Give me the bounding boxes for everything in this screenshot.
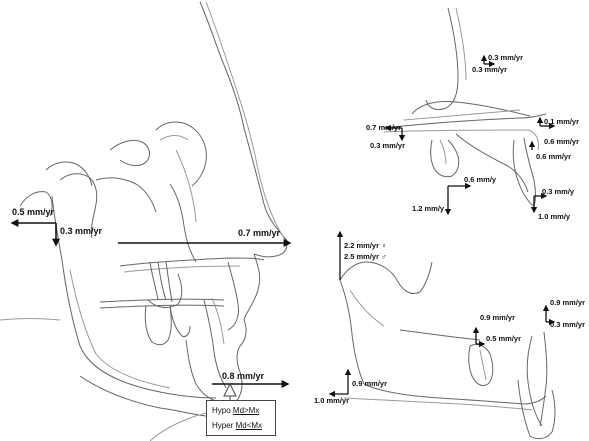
- gonion-horizontal-label: 1.0 mm/yr: [314, 397, 349, 405]
- lower-incisor-top-label: 0.9 mm/yr: [550, 299, 585, 307]
- legend-hyper-value: Md<Mx: [236, 421, 262, 430]
- legend-hyper-prefix: Hyper: [212, 421, 233, 430]
- ramus-rate-label: 0.5 mm/yr: [12, 208, 54, 217]
- nasion-bottom-label: 0.3 mm/yr: [472, 66, 507, 74]
- growth-pattern-legend: Hypo Md>Mx Hyper Md<Mx: [206, 400, 276, 436]
- legend-hypo-prefix: Hypo: [212, 406, 231, 415]
- ans-mid-label: 0.6 mm/yr: [544, 138, 579, 146]
- condyle-rate-label: 0.3 mm/yr: [60, 227, 102, 236]
- incisor-root-label: 0.3 mm/y: [542, 188, 574, 196]
- pns-left-label: 0.7 mm/yr: [366, 124, 401, 132]
- pns-down-label: 0.3 mm/yr: [370, 142, 405, 150]
- incisor-vertical-label: 1.0 mm/y: [538, 213, 570, 221]
- lower-incisor-bottom-label: 0.3 mm/yr: [550, 321, 585, 329]
- gonion-vertical-label: 0.9 mm/yr: [352, 380, 387, 388]
- legend-hypo-value: Md>Mx: [233, 406, 259, 415]
- condyle-male-label: 2.5 mm/yr ♂: [344, 253, 387, 261]
- lower-molar-bottom-label: 0.5 mm/yr: [486, 335, 521, 343]
- condyle-female-label: 2.2 mm/yr ♀: [344, 242, 387, 250]
- molar-rate-label: 0.6 mm/y: [464, 176, 496, 184]
- nasion-top-label: 0.3 mm/yr: [488, 54, 523, 62]
- chin-rate-label: 0.8 mm/yr: [222, 372, 264, 381]
- legend-hypo-row: Hypo Md>Mx: [212, 406, 259, 415]
- ans-top-label: 0.1 mm/yr: [544, 118, 579, 126]
- incisor-rate-label: 0.6 mm/yr: [536, 153, 571, 161]
- legend-hyper-row: Hyper Md<Mx: [212, 421, 262, 430]
- molar-vertical-label: 1.2 mm/y: [412, 205, 444, 213]
- lower-molar-top-label: 0.9 mm/yr: [480, 314, 515, 322]
- maxilla-rate-label: 0.7 mm/yr: [238, 229, 280, 238]
